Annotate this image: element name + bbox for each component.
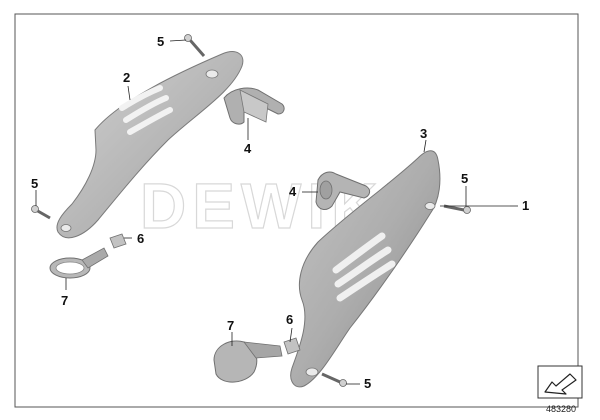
clip-nut-right	[283, 337, 301, 355]
callout-shield-left: 2	[123, 70, 130, 85]
heat-shield-right	[290, 150, 441, 388]
screw-bottom	[321, 372, 347, 387]
reference-badge: 483280	[537, 365, 583, 414]
callout-screw-left: 5	[31, 176, 38, 191]
clip-nut-left	[109, 233, 127, 249]
screw-right	[443, 204, 471, 214]
callout-assembly: 1	[522, 198, 529, 213]
callout-screw-right: 5	[461, 171, 468, 186]
diagram-frame	[14, 13, 579, 408]
callout-shield-right: 3	[420, 126, 427, 141]
callout-screw-top: 5	[157, 34, 164, 49]
callout-clamp-left: 7	[61, 293, 68, 308]
arrow-icon	[544, 373, 577, 395]
callout-clip-left: 6	[137, 231, 144, 246]
bracket-upper	[223, 87, 285, 125]
callout-bracket-right: 4	[289, 184, 297, 199]
leader-lines	[35, 39, 518, 385]
screw-top	[184, 34, 206, 57]
heat-shield-left	[56, 51, 244, 239]
screw-left	[31, 205, 51, 220]
callout-screw-bottom: 5	[364, 376, 371, 391]
clamp-left	[49, 247, 109, 279]
callout-clamp-right: 7	[227, 318, 234, 333]
clamp-right	[213, 340, 283, 383]
callout-clip-right: 6	[286, 312, 293, 327]
callout-bracket-upper: 4	[244, 141, 252, 156]
bracket-right	[315, 171, 371, 210]
reference-number: 483280	[546, 404, 576, 414]
